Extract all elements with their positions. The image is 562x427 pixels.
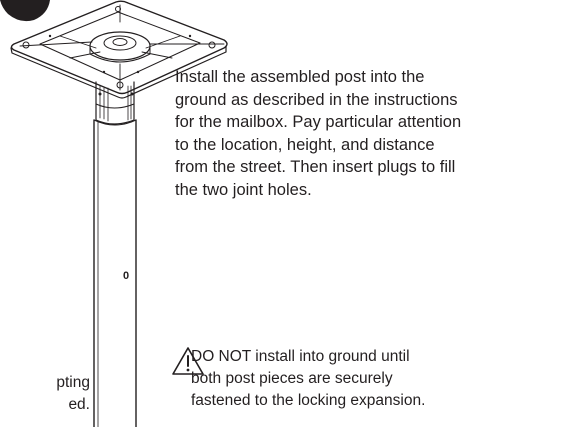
warning-triangle-icon xyxy=(172,347,204,375)
post-mark-label: 0 xyxy=(123,270,130,282)
warning-message: DO NOT install into ground until both po… xyxy=(191,348,426,409)
installation-instructions: Install the assembled post into the grou… xyxy=(175,68,462,199)
mounting-plate xyxy=(10,0,228,95)
post-body xyxy=(93,119,137,427)
step-number-badge xyxy=(0,0,50,22)
left-text-fragment: pting ed. xyxy=(56,374,90,413)
